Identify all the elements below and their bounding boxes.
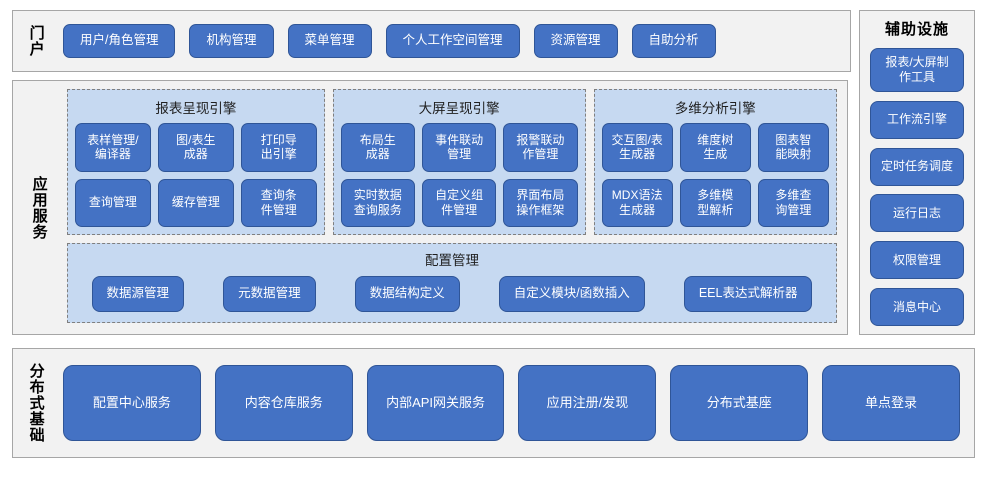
distributed-base-band-label: 分布式基础 (27, 363, 45, 443)
config-management-group: 配置管理 数据源管理 元数据管理 数据结构定义 自定义模块/函数插入 EEL表达… (67, 243, 837, 323)
config-item-metadata-management[interactable]: 元数据管理 (223, 276, 316, 312)
portal-button-group: 用户/角色管理 机构管理 菜单管理 个人工作空间管理 资源管理 自助分析 (59, 11, 840, 71)
aux-item-permission-management[interactable]: 权限管理 (870, 241, 964, 280)
application-services-content: 报表呈现引擎 表样管理/ 编译器 图/表生 成器 打印导 出引擎 查询管理 缓存… (65, 81, 847, 334)
engine2-item-realtime-data-query-service[interactable]: 实时数据 查询服务 (340, 178, 415, 227)
portal-item-resource-management[interactable]: 资源管理 (533, 24, 618, 58)
portal-item-menu-management[interactable]: 菜单管理 (287, 24, 372, 58)
aux-panel: 辅助设施 报表/大屏制 作工具 工作流引擎 定时任务调度 运行日志 权限管理 消… (859, 10, 975, 335)
aux-panel-title: 辅助设施 (884, 21, 949, 38)
aux-item-scheduled-task-scheduler[interactable]: 定时任务调度 (870, 147, 964, 186)
engine3-item-multidimensional-model-parsing[interactable]: 多维模 型解析 (679, 178, 751, 227)
portal-item-user-role-management[interactable]: 用户/角色管理 (63, 24, 176, 58)
distributed-base-button-group: 配置中心服务 内容仓库服务 内部API网关服务 应用注册/发现 分布式基座 单点… (59, 349, 974, 457)
portal-item-org-management[interactable]: 机构管理 (189, 24, 274, 58)
portal-item-personal-workspace-management[interactable]: 个人工作空间管理 (385, 24, 520, 58)
distributed-base-panel: 分布式基础 配置中心服务 内容仓库服务 内部API网关服务 应用注册/发现 分布… (12, 348, 975, 458)
config-item-datasource-management[interactable]: 数据源管理 (91, 276, 185, 312)
engine2-item-custom-component-management[interactable]: 自定义组 件管理 (421, 178, 497, 227)
portal-item-self-service-analysis[interactable]: 自助分析 (631, 24, 716, 58)
engine-multidimensional-analysis: 多维分析引擎 交互图/表 生成器 维度树 生成 图表智 能映射 MDX语法 生成… (593, 89, 837, 235)
config-management-button-group: 数据源管理 元数据管理 数据结构定义 自定义模块/函数插入 EEL表达式解析器 (78, 274, 826, 314)
engine2-item-event-linkage-management[interactable]: 事件联动 管理 (421, 123, 497, 172)
aux-item-report-dashboard-authoring-tool[interactable]: 报表/大屏制 作工具 (870, 48, 964, 92)
application-services-band-label: 应用服务 (30, 175, 48, 240)
engine-report-rendering-grid: 表样管理/ 编译器 图/表生 成器 打印导 出引擎 查询管理 缓存管理 查询条 … (75, 123, 317, 227)
engine3-item-dimension-tree-generation[interactable]: 维度树 生成 (679, 123, 751, 172)
engine2-item-layout-generator[interactable]: 布局生 成器 (340, 123, 415, 172)
base-item-distributed-foundation[interactable]: 分布式基座 (670, 365, 809, 441)
engine1-item-template-management-compiler[interactable]: 表样管理/ 编译器 (75, 123, 151, 172)
config-management-title: 配置管理 (425, 253, 479, 268)
engines-row: 报表呈现引擎 表样管理/ 编译器 图/表生 成器 打印导 出引擎 查询管理 缓存… (67, 89, 837, 235)
config-item-data-structure-definition[interactable]: 数据结构定义 (354, 276, 460, 312)
config-item-eel-expression-parser[interactable]: EEL表达式解析器 (683, 276, 813, 312)
portal-row: 门户 用户/角色管理 机构管理 菜单管理 个人工作空间管理 资源管理 自助分析 (12, 10, 975, 72)
base-item-internal-api-gateway-service[interactable]: 内部API网关服务 (366, 365, 505, 441)
engine-multidimensional-analysis-title: 多维分析引擎 (674, 101, 756, 116)
engine2-item-ui-layout-operation-framework[interactable]: 界面布局 操作框架 (503, 178, 578, 227)
portal-band-label: 门户 (27, 25, 45, 57)
engine3-item-multidimensional-query-management[interactable]: 多维查 询管理 (757, 178, 829, 227)
engine-report-rendering: 报表呈现引擎 表样管理/ 编译器 图/表生 成器 打印导 出引擎 查询管理 缓存… (67, 89, 325, 235)
engine2-item-alarm-linkage-action-management[interactable]: 报警联动 作管理 (503, 123, 578, 172)
engine-large-screen-rendering-grid: 布局生 成器 事件联动 管理 报警联动 作管理 实时数据 查询服务 自定义组 件… (340, 123, 578, 227)
engine1-item-query-condition-management[interactable]: 查询条 件管理 (240, 178, 317, 227)
aux-item-message-center[interactable]: 消息中心 (870, 287, 964, 326)
aux-item-workflow-engine[interactable]: 工作流引擎 (870, 100, 964, 139)
aux-item-runtime-log[interactable]: 运行日志 (870, 194, 964, 233)
base-item-content-repository-service[interactable]: 内容仓库服务 (214, 365, 353, 441)
base-item-app-registration-discovery[interactable]: 应用注册/发现 (518, 365, 657, 441)
engine-report-rendering-title: 报表呈现引擎 (155, 101, 237, 116)
portal-panel: 门户 用户/角色管理 机构管理 菜单管理 个人工作空间管理 资源管理 自助分析 (12, 10, 851, 72)
engine-large-screen-rendering-title: 大屏呈现引擎 (418, 101, 500, 116)
engine1-item-chart-table-generator[interactable]: 图/表生 成器 (157, 123, 234, 172)
engine-multidimensional-analysis-grid: 交互图/表 生成器 维度树 生成 图表智 能映射 MDX语法 生成器 多维模 型… (601, 123, 829, 227)
engine1-item-print-export-engine[interactable]: 打印导 出引擎 (240, 123, 317, 172)
engine3-item-chart-smart-mapping[interactable]: 图表智 能映射 (757, 123, 829, 172)
engine3-item-interactive-chart-table-generator[interactable]: 交互图/表 生成器 (601, 123, 673, 172)
application-services-panel: 应用服务 报表呈现引擎 表样管理/ 编译器 图/表生 成器 打印导 出引擎 查询… (12, 80, 848, 335)
engine1-item-query-management[interactable]: 查询管理 (75, 178, 151, 227)
aux-button-group: 报表/大屏制 作工具 工作流引擎 定时任务调度 运行日志 权限管理 消息中心 (860, 48, 974, 328)
engine3-item-mdx-syntax-generator[interactable]: MDX语法 生成器 (601, 178, 673, 227)
base-item-config-center-service[interactable]: 配置中心服务 (63, 365, 201, 441)
engine1-item-cache-management[interactable]: 缓存管理 (157, 178, 234, 227)
base-item-single-sign-on[interactable]: 单点登录 (822, 365, 960, 441)
engine-large-screen-rendering: 大屏呈现引擎 布局生 成器 事件联动 管理 报警联动 作管理 实时数据 查询服务… (332, 89, 586, 235)
config-item-custom-module-function-insertion[interactable]: 自定义模块/函数插入 (498, 276, 645, 312)
